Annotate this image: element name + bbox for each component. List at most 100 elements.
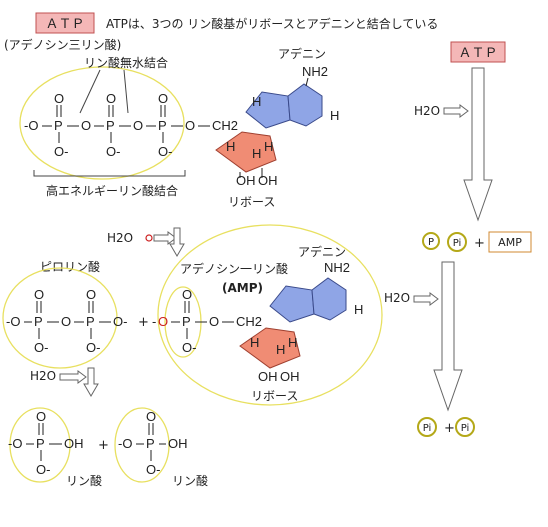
- h2o-arrow-right-2: [413, 292, 439, 306]
- svg-text:P: P: [36, 436, 45, 451]
- high-energy-label: 高エネルギーリン酸結合: [46, 183, 178, 198]
- amp-adenine-label: アデニン: [298, 244, 346, 259]
- phosphate-ellipse-1: [9, 407, 71, 483]
- amp-ribose-ring: H H H OH OH: [239, 327, 301, 384]
- h2o-arrow-1: [153, 231, 177, 245]
- svg-text:CH2: CH2: [212, 118, 238, 133]
- amp-box: [488, 231, 532, 253]
- svg-text:OH: OH: [258, 369, 278, 384]
- bond-pointer-2: [123, 69, 129, 114]
- svg-text:H: H: [330, 108, 339, 123]
- amp-abbr: (AMP): [222, 281, 263, 295]
- svg-text:H: H: [252, 146, 261, 161]
- svg-text:H: H: [226, 139, 235, 154]
- svg-text:O: O: [158, 91, 168, 106]
- svg-text:P: P: [86, 314, 95, 329]
- phosphate-2-structure: -O P OH O O-: [118, 409, 188, 477]
- h2o-red-o: [145, 234, 153, 242]
- svg-text:O: O: [209, 314, 219, 329]
- svg-text:H: H: [354, 302, 363, 317]
- h2o-arrow-2: [59, 370, 87, 384]
- svg-text:H: H: [276, 342, 285, 357]
- svg-text:-O: -O: [118, 436, 132, 451]
- amp-box-text: AMP: [498, 236, 522, 249]
- svg-text:O-: O-: [146, 462, 160, 477]
- atp-adenine-label: アデニン: [278, 46, 326, 61]
- svg-text:O: O: [106, 91, 116, 106]
- svg-text:-O: -O: [6, 314, 20, 329]
- amp-name: アデノシン一リン酸: [180, 261, 288, 276]
- svg-text:O-: O-: [106, 144, 120, 159]
- pi-circle-a: [417, 417, 437, 437]
- svg-text:-O: -O: [8, 436, 22, 451]
- svg-text:CH2: CH2: [236, 314, 262, 329]
- h2o-lower-left: H2O: [30, 369, 56, 383]
- p-circle: [422, 232, 440, 250]
- svg-text:P: P: [158, 118, 167, 133]
- svg-text:O-: O-: [182, 340, 196, 355]
- svg-text:O: O: [133, 118, 143, 133]
- amp-ribose-label: リボース: [251, 389, 298, 403]
- plus-bottom: +: [98, 438, 109, 453]
- down-arrow-2: [83, 367, 99, 397]
- pi-circle-1: [447, 232, 467, 252]
- plus-right-1: +: [474, 236, 485, 251]
- pi-circle-b: [455, 417, 475, 437]
- down-arrow-right-2: [433, 261, 463, 412]
- svg-text:O: O: [182, 287, 192, 302]
- svg-text:H: H: [250, 335, 259, 350]
- svg-text:O: O: [36, 409, 46, 424]
- pyrophosphate-structure: -O P O P O- O O O- O-: [6, 287, 127, 355]
- atp-ribose-ring: H H H OH OH: [215, 131, 278, 188]
- svg-text:-O: -O: [24, 118, 38, 133]
- phosphate-label-2: リン酸: [172, 473, 208, 488]
- atp-ribose-label: リボース: [228, 195, 275, 209]
- svg-text:O-: O-: [34, 340, 48, 355]
- pi-symbol-1: Pi: [453, 238, 462, 249]
- svg-text:O: O: [86, 287, 96, 302]
- plus-right-2: +: [444, 421, 455, 436]
- svg-text:P: P: [146, 436, 155, 451]
- atp-triphosphate-chain: -O P O P O P O CH2 O O O O- O- O-: [24, 91, 238, 159]
- svg-text:OH: OH: [236, 173, 256, 188]
- phosphate-ellipse-2: [114, 407, 170, 483]
- amp-ellipse: [157, 224, 383, 406]
- plus-middle: +: [138, 315, 149, 330]
- svg-text:OH: OH: [64, 436, 84, 451]
- svg-text:H: H: [288, 335, 297, 350]
- svg-text:O: O: [185, 118, 195, 133]
- high-energy-bracket: [33, 170, 186, 177]
- atp-nh2: NH2: [302, 64, 328, 79]
- svg-text:O: O: [61, 314, 71, 329]
- down-arrow-1: [169, 227, 185, 257]
- h2o-right-top: H2O: [414, 104, 440, 118]
- svg-text:O-: O-: [113, 314, 127, 329]
- atp-adenine-base: H H NH2: [245, 64, 339, 129]
- svg-text:H: H: [264, 139, 273, 154]
- pi-symbol-a: Pi: [423, 423, 432, 434]
- atp-right-badge: [450, 41, 506, 63]
- svg-text:O-: O-: [158, 144, 172, 159]
- pyrophosphate-ellipse: [2, 267, 118, 369]
- pi-symbol-b: Pi: [461, 423, 470, 434]
- phosphate-label-1: リン酸: [66, 473, 102, 488]
- svg-text:O-: O-: [86, 340, 100, 355]
- svg-text:O-: O-: [54, 144, 68, 159]
- svg-text:H: H: [252, 94, 261, 109]
- atp-right-badge-text: ＡＴＰ: [458, 46, 497, 61]
- svg-text:O: O: [34, 287, 44, 302]
- svg-text:OH: OH: [258, 173, 278, 188]
- atp-header-badge-text: ＡＴＰ: [45, 17, 84, 32]
- svg-text:-: -: [152, 314, 156, 329]
- phosphate-1-structure: -O P OH O O-: [8, 409, 84, 477]
- anhydride-bond-label: リン酸無水結合: [84, 55, 168, 70]
- svg-text:O: O: [81, 118, 91, 133]
- svg-text:P: P: [34, 314, 43, 329]
- svg-text:O: O: [146, 409, 156, 424]
- h2o-upper-left: H2O: [107, 231, 133, 245]
- svg-text:O: O: [54, 91, 64, 106]
- p-symbol: P: [428, 237, 434, 248]
- atp-phosphate-ellipse: [19, 66, 185, 180]
- header-subtitle: (アデノシン三リン酸): [4, 37, 121, 52]
